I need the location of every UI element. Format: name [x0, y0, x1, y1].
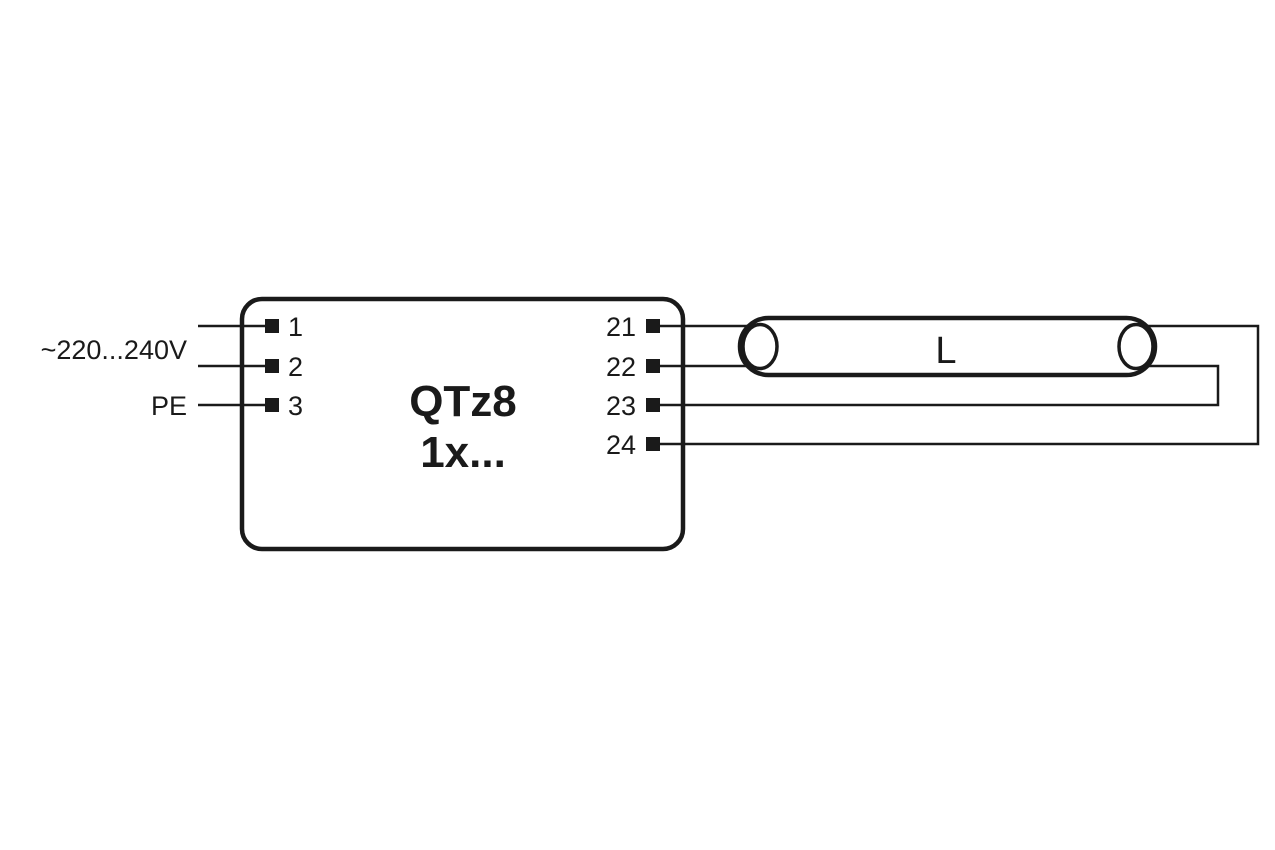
pin-label-2: 2 — [288, 352, 303, 382]
terminal-21 — [646, 319, 660, 333]
pin-label-3: 3 — [288, 391, 303, 421]
terminal-24 — [646, 437, 660, 451]
pin-label-1: 1 — [288, 312, 303, 342]
ballast-variant: 1x... — [420, 428, 506, 477]
ballast-box — [239, 296, 686, 552]
terminal-2 — [265, 359, 279, 373]
pin-label-22: 22 — [606, 352, 636, 382]
terminal-3 — [265, 398, 279, 412]
terminal-22 — [646, 359, 660, 373]
earth-label: PE — [151, 391, 187, 421]
pin-label-23: 23 — [606, 391, 636, 421]
ballast-model: QTz8 — [409, 377, 517, 426]
lamp-label: L — [935, 330, 956, 372]
pin-label-24: 24 — [606, 430, 636, 460]
lamp-electrode-right — [1117, 322, 1155, 371]
wire-23 — [660, 364, 1220, 407]
lamp-tube — [737, 315, 1158, 378]
lamp-electrode-left — [741, 322, 779, 371]
terminal-1 — [265, 319, 279, 333]
wire-24 — [660, 324, 1260, 446]
terminal-23 — [646, 398, 660, 412]
pin-label-21: 21 — [606, 312, 636, 342]
voltage-label: ~220...240V — [41, 335, 187, 365]
